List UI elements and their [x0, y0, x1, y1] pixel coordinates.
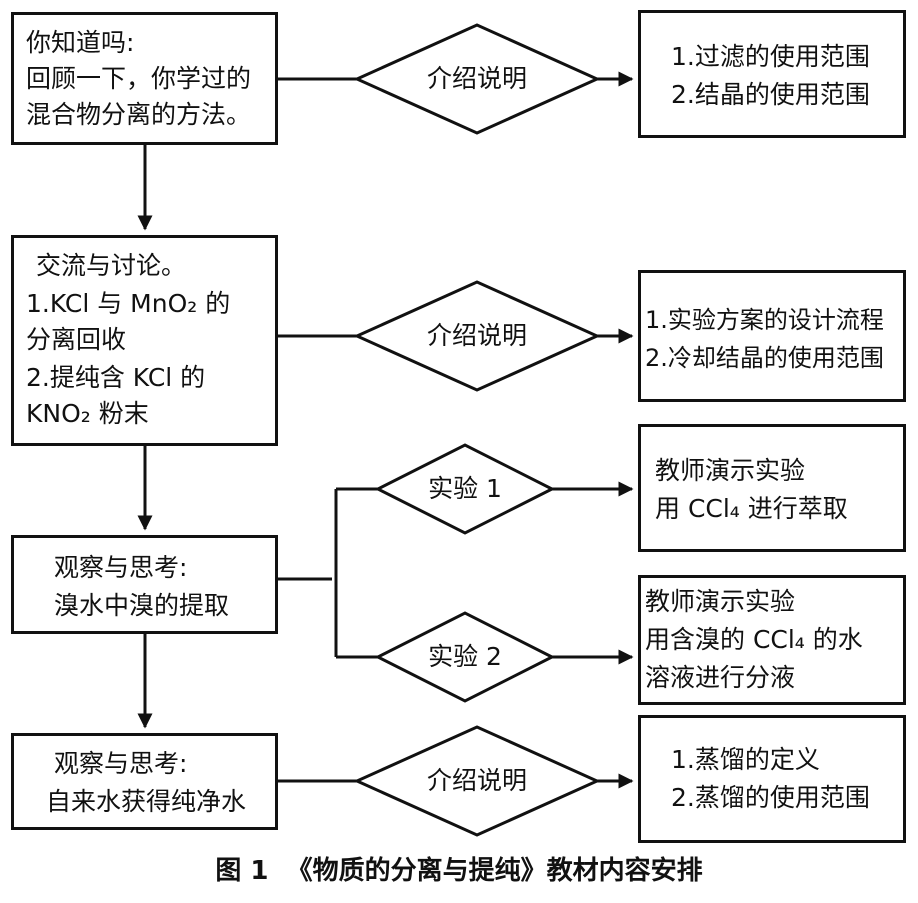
box-line: 自来水获得纯净水	[46, 787, 247, 816]
box-line: 2.蒸馏的使用范围	[671, 783, 870, 812]
box-line: 观察与思考:	[54, 749, 188, 778]
box-distillation: 1.蒸馏的定义 2.蒸馏的使用范围	[638, 715, 906, 843]
box-line: 2.冷却结晶的使用范围	[645, 344, 884, 372]
box-demo-extraction: 教师演示实验 用 CCl₄ 进行萃取	[638, 424, 906, 552]
box-line: 观察与思考:	[54, 553, 188, 582]
box-experiment-design: 1.实验方案的设计流程 2.冷却结晶的使用范围	[638, 270, 906, 402]
box-line: 教师演示实验	[645, 587, 796, 616]
diamond-d2-label: 介绍说明	[426, 321, 527, 350]
diamond-d5-label: 介绍说明	[426, 766, 527, 795]
box-line: 分离回收	[26, 325, 127, 354]
box-line: 混合物分离的方法。	[26, 100, 252, 129]
box-line: 教师演示实验	[655, 456, 806, 485]
box-discussion: 交流与讨论。 1.KCl 与 MnO₂ 的 分离回收 2.提纯含 KCl 的 K…	[11, 235, 278, 446]
box-line: 溶液进行分液	[645, 663, 796, 692]
box-line: 交流与讨论。	[36, 251, 187, 280]
box-line: 2.提纯含 KCl 的	[26, 363, 206, 392]
box-line: KNO₂ 粉末	[26, 399, 149, 428]
box-observe-bromine: 观察与思考: 溴水中溴的提取	[11, 535, 278, 634]
box-line: 1.过滤的使用范围	[671, 42, 870, 71]
box-line: 溴水中溴的提取	[54, 591, 230, 620]
box-did-you-know: 你知道吗: 回顾一下，你学过的 混合物分离的方法。	[11, 12, 278, 145]
box-filtration-crystallization: 1.过滤的使用范围 2.结晶的使用范围	[638, 10, 906, 138]
diamond-d1-label: 介绍说明	[426, 64, 527, 93]
box-line: 回顾一下，你学过的	[26, 64, 252, 93]
box-line: 1.KCl 与 MnO₂ 的	[26, 289, 231, 318]
box-line: 你知道吗:	[26, 28, 135, 57]
box-line: 1.实验方案的设计流程	[645, 306, 884, 334]
diamond-d3-label: 实验 1	[428, 474, 502, 503]
box-line: 2.结晶的使用范围	[671, 80, 870, 109]
box-line: 用含溴的 CCl₄ 的水	[645, 625, 863, 654]
box-observe-water: 观察与思考: 自来水获得纯净水	[11, 733, 278, 830]
box-demo-separation: 教师演示实验 用含溴的 CCl₄ 的水 溶液进行分液	[638, 575, 906, 705]
box-line: 1.蒸馏的定义	[671, 745, 820, 774]
box-line: 用 CCl₄ 进行萃取	[655, 494, 848, 523]
figure-caption: 图 1 《物质的分离与提纯》教材内容安排	[215, 856, 703, 886]
diamond-d4-label: 实验 2	[428, 642, 502, 671]
